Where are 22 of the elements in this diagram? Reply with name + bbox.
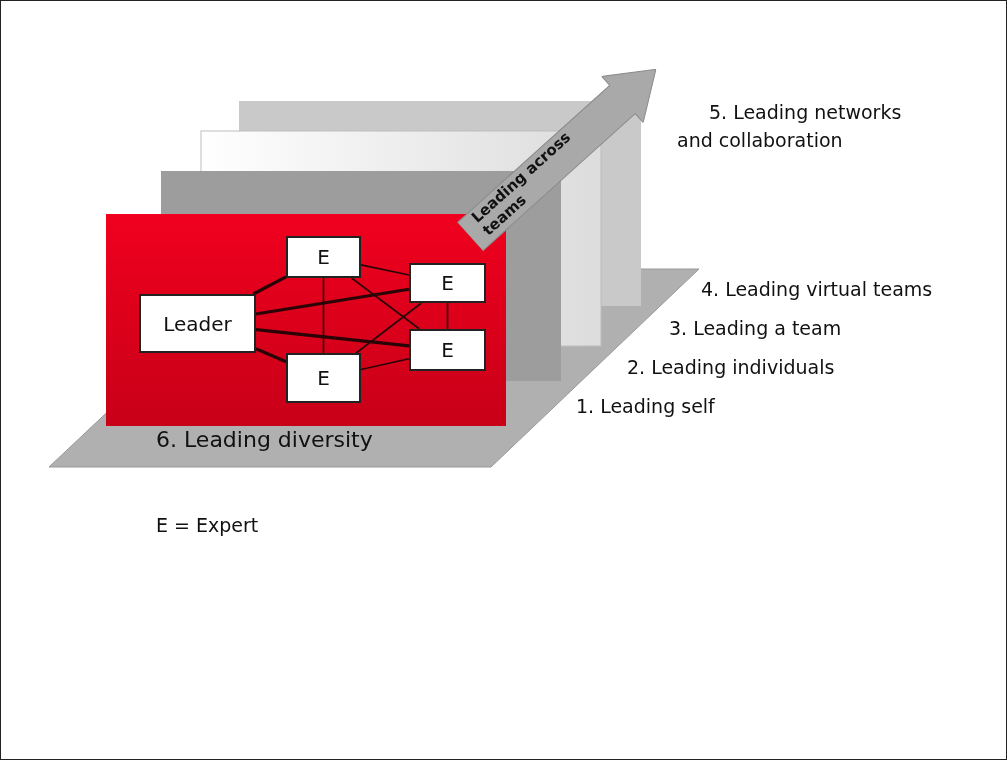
connector-line	[350, 277, 421, 330]
connector-line	[252, 275, 287, 296]
expert-box: E	[409, 263, 486, 303]
connector-line	[255, 347, 287, 364]
connector-line	[322, 277, 325, 354]
connector-line	[255, 328, 410, 348]
connector-line	[255, 287, 410, 316]
legend-note: E = Expert	[156, 514, 259, 536]
level-label: 4. Leading virtual teams	[701, 278, 933, 300]
level-label: 5. Leading networks and collaboration	[677, 100, 903, 153]
leader-box: Leader	[139, 294, 256, 353]
connector-line	[360, 357, 410, 371]
expert-box: E	[409, 329, 486, 371]
connector-line	[355, 302, 423, 354]
expert-box: E	[286, 236, 361, 278]
level-label: 2. Leading individuals	[627, 356, 835, 378]
connector-line	[446, 302, 449, 330]
level-label: 6. Leading diversity	[156, 427, 373, 452]
connector-line	[360, 264, 410, 276]
expert-box: E	[286, 353, 361, 403]
level-label: 1. Leading self	[576, 395, 715, 417]
level-label: 3. Leading a team	[669, 317, 842, 339]
